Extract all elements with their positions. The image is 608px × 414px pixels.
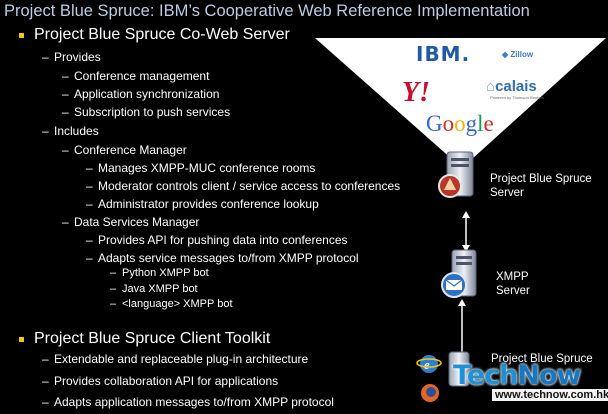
list-item: – Python XMPP bot bbox=[110, 267, 209, 279]
section-heading-text: Project Blue Spruce Client Toolkit bbox=[34, 330, 271, 347]
blue-spruce-server-icon bbox=[438, 151, 474, 198]
dash-icon: – bbox=[86, 179, 93, 193]
server-label-line: Project Blue Spruce bbox=[491, 353, 593, 365]
slide-title: Project Blue Spruce: IBM’s Cooperative W… bbox=[4, 2, 530, 20]
internet-explorer-icon: e bbox=[416, 355, 442, 373]
list-item-label: Conference management bbox=[74, 69, 210, 83]
list-item-label: Python XMPP bot bbox=[122, 267, 209, 279]
list-item-label: Subscription to push services bbox=[74, 105, 231, 119]
list-item: – Subscription to push services bbox=[62, 105, 231, 119]
server-label: XMPP Server bbox=[496, 270, 530, 298]
list-item: – Provides collaboration API for applica… bbox=[42, 374, 279, 388]
list-item-label: Manages XMPP-MUC conference rooms bbox=[98, 161, 316, 175]
dash-icon: – bbox=[110, 267, 117, 279]
dash-icon: – bbox=[86, 251, 93, 265]
dash-icon: – bbox=[86, 233, 93, 247]
list-item: – Conference management bbox=[62, 69, 210, 83]
list-item: – Data Services Manager bbox=[62, 215, 200, 229]
xmpp-server-icon bbox=[441, 249, 477, 298]
list-item: – Application synchronization bbox=[62, 87, 220, 101]
dash-icon: – bbox=[42, 374, 49, 388]
google-logo-letter: o bbox=[454, 111, 466, 136]
list-item-label: Provides collaboration API for applicati… bbox=[54, 374, 279, 388]
server-label-line: Project Blue Spruce Server bbox=[490, 173, 592, 199]
section-heading: Project Blue Spruce Client Toolkit bbox=[19, 330, 271, 347]
list-item-label: Java XMPP bot bbox=[122, 283, 198, 295]
google-logo-letter: g bbox=[465, 111, 478, 136]
watermark-now: Now bbox=[517, 360, 581, 391]
yahoo-logo: Y! bbox=[402, 77, 430, 108]
section-heading-text: Project Blue Spruce Co-Web Server bbox=[34, 26, 290, 43]
list-item-label: Provides API for pushing data into confe… bbox=[98, 233, 348, 247]
dash-icon: – bbox=[110, 298, 117, 310]
list-item-label: Extendable and replaceable plug-in archi… bbox=[54, 352, 309, 366]
list-item: – Manages XMPP-MUC conference rooms bbox=[86, 161, 316, 175]
list-item: – Administrator provides conference look… bbox=[86, 197, 319, 211]
svg-text:e: e bbox=[424, 357, 430, 372]
list-item-label: Provides bbox=[54, 50, 101, 64]
dash-icon: – bbox=[62, 69, 69, 83]
list-item-label: Adapts service messages to/from XMPP pro… bbox=[98, 251, 359, 265]
zillow-logo: ◆ Zillow bbox=[502, 50, 534, 59]
bullet-square-icon bbox=[19, 33, 24, 38]
list-item: – <language> XMPP bot bbox=[110, 298, 233, 310]
ibm-logo: IBM. bbox=[416, 42, 471, 66]
dash-icon: – bbox=[110, 283, 117, 295]
list-item-label: Administrator provides conference lookup bbox=[98, 197, 319, 211]
dash-icon: – bbox=[42, 124, 49, 138]
bullet-square-icon bbox=[19, 337, 24, 342]
dash-icon: – bbox=[86, 197, 93, 211]
list-item-label: Adapts application messages to/from XMPP… bbox=[54, 395, 334, 409]
dash-icon: – bbox=[86, 161, 93, 175]
server-label: Project Blue Spruce Server bbox=[490, 172, 592, 200]
dash-icon: – bbox=[62, 105, 69, 119]
dash-icon: – bbox=[62, 215, 69, 229]
dash-icon: – bbox=[42, 50, 49, 64]
list-item: – Provides API for pushing data into con… bbox=[86, 233, 348, 247]
list-item: – Adapts application messages to/from XM… bbox=[42, 395, 334, 409]
services-funnel bbox=[315, 38, 606, 168]
dash-icon: – bbox=[42, 352, 49, 366]
connector-arrow bbox=[462, 211, 470, 252]
list-item: – Java XMPP bot bbox=[110, 283, 198, 295]
calais-tagline: Powered by Thomson Reuters bbox=[490, 95, 544, 100]
server-label: Project Blue Spruce bbox=[491, 352, 593, 366]
firefox-icon bbox=[421, 384, 439, 402]
dash-icon: – bbox=[62, 143, 69, 157]
calais-logo: ⌂calais bbox=[486, 78, 537, 95]
client-server-icon bbox=[448, 351, 470, 387]
list-item: – Includes bbox=[42, 124, 99, 138]
list-item: – Extendable and replaceable plug-in arc… bbox=[42, 352, 309, 366]
list-item-label: Moderator controls client / service acce… bbox=[98, 179, 401, 193]
list-item: – Conference Manager bbox=[62, 143, 187, 157]
connector-arrow bbox=[458, 299, 466, 352]
google-logo-letter: G bbox=[426, 111, 443, 136]
section-heading: Project Blue Spruce Co-Web Server bbox=[19, 26, 290, 43]
list-item: – Adapts service messages to/from XMPP p… bbox=[86, 251, 359, 265]
google-logo: Google bbox=[426, 112, 494, 135]
watermark-tech: Tech bbox=[453, 360, 518, 391]
google-logo-letter: o bbox=[442, 111, 455, 136]
list-item-label: Includes bbox=[54, 124, 99, 138]
list-item-label: Conference Manager bbox=[74, 143, 187, 157]
google-logo-letter: e bbox=[483, 111, 494, 136]
watermark-url: www.technow.com.hk bbox=[492, 389, 608, 401]
server-label-line: XMPP Server bbox=[496, 271, 530, 297]
list-item: – Moderator controls client / service ac… bbox=[86, 179, 401, 193]
list-item-label: <language> XMPP bot bbox=[122, 298, 233, 310]
technow-watermark-logo: TechNow bbox=[453, 360, 581, 391]
list-item-label: Application synchronization bbox=[74, 87, 220, 101]
google-logo-letter: l bbox=[477, 111, 484, 136]
list-item: – Provides bbox=[42, 50, 101, 64]
list-item-label: Data Services Manager bbox=[74, 215, 200, 229]
dash-icon: – bbox=[42, 395, 49, 409]
dash-icon: – bbox=[62, 87, 69, 101]
